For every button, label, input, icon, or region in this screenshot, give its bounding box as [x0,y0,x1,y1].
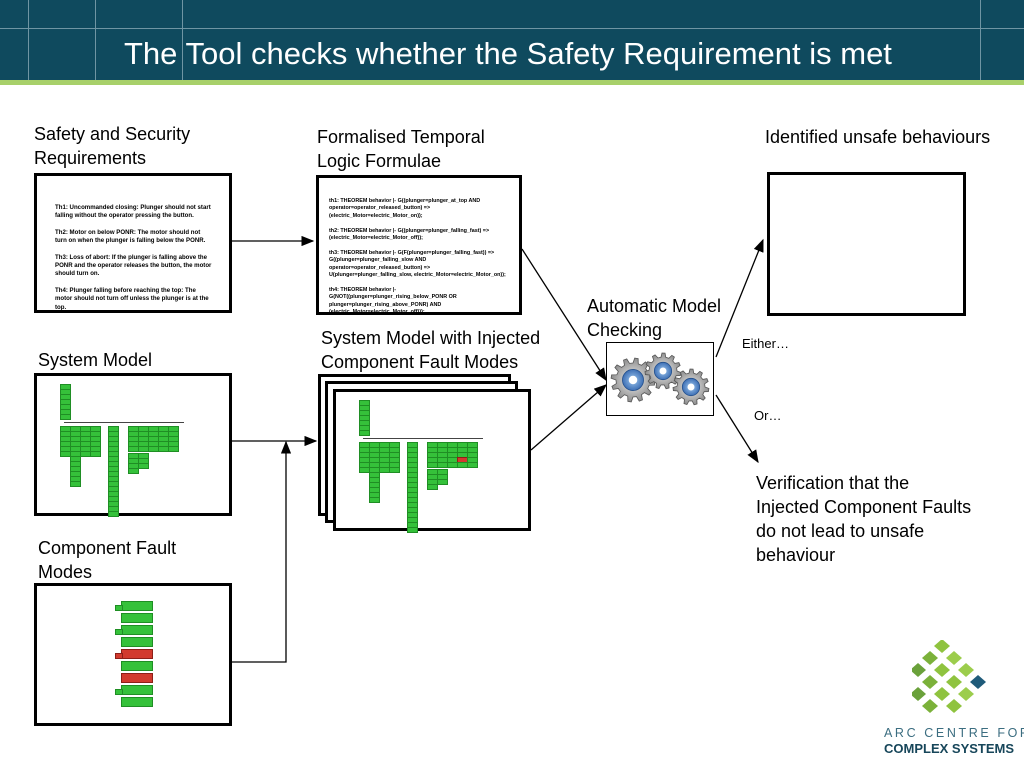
fault-node-failed [121,673,153,683]
model-node [389,467,400,473]
model-checker-box [606,342,714,416]
model-node [128,468,139,474]
arrow-faults-to-injected [232,440,292,663]
label-component-fault-modes: Component Fault Modes [38,538,177,582]
label-formalised-formulae: Formalised Temporal Logic Formulae [317,127,485,171]
model-node [359,430,370,436]
fault-node [121,637,153,647]
model-node [407,527,418,533]
model-node [108,511,119,517]
logo-text-line1: ARC CENTRE FOR [884,726,1024,740]
model-node [467,462,478,468]
fault-node-tag [115,689,123,695]
header-grid-line [182,0,183,80]
label-verification: Verification that the Injected Component… [756,473,972,565]
model-connector [363,438,483,439]
formulae-box: th1: THEOREM behavior |- G((plunger=plun… [316,175,522,315]
label-safety-requirements: Safety and Security Requirements [34,124,191,168]
slide-title: The Tool checks whether the Safety Requi… [124,36,892,71]
header-accent-stripe [0,80,1024,85]
requirements-text: Th1: Uncommanded closing: Plunger should… [55,204,212,311]
injected-model-tree [336,392,528,533]
component-fault-box [34,583,232,726]
model-node [60,414,71,420]
header-grid-line [28,0,29,80]
label-system-model: System Model [38,350,153,370]
fault-node [121,697,153,707]
fault-node [121,661,153,671]
fault-node-tag [115,653,123,659]
system-model-tree [37,376,229,517]
model-node [427,484,438,490]
complex-systems-logo-icon [912,640,986,713]
label-or: Or… [754,408,782,423]
label-either: Either… [742,336,789,351]
fault-node-tag [115,605,123,611]
unsafe-behaviours-box [767,172,966,316]
label-identified-unsafe: Identified unsafe behaviours [765,127,991,147]
model-node [369,497,380,503]
header-grid-line [95,0,96,80]
header-grid-line [0,28,1024,29]
model-node [437,479,448,485]
arrow-checker-to-unsafe [715,238,764,358]
fault-node [121,613,153,623]
arrow-formulae-to-checker [521,248,607,382]
model-node [168,446,179,452]
system-model-box [34,373,232,517]
header-grid-line [980,0,981,80]
label-injected-model: System Model with Injected Component Fau… [321,328,541,372]
header-bar [0,0,1024,80]
logo-text-line2: COMPLEX SYSTEMS [884,741,1015,756]
model-node [90,451,101,457]
gears-icon [610,352,710,406]
model-node [70,481,81,487]
formulae-text: th1: THEOREM behavior |- G((plunger=plun… [329,198,506,316]
injected-model-box [333,389,531,533]
fault-node-tag [115,629,123,635]
requirements-box: Th1: Uncommanded closing: Plunger should… [34,173,232,313]
model-connector [64,422,184,423]
arrow-injected-to-checker [530,384,607,451]
model-node [138,463,149,469]
label-automatic-checking: Automatic Model Checking [587,296,722,340]
arrow-checker-to-verification [715,394,759,464]
